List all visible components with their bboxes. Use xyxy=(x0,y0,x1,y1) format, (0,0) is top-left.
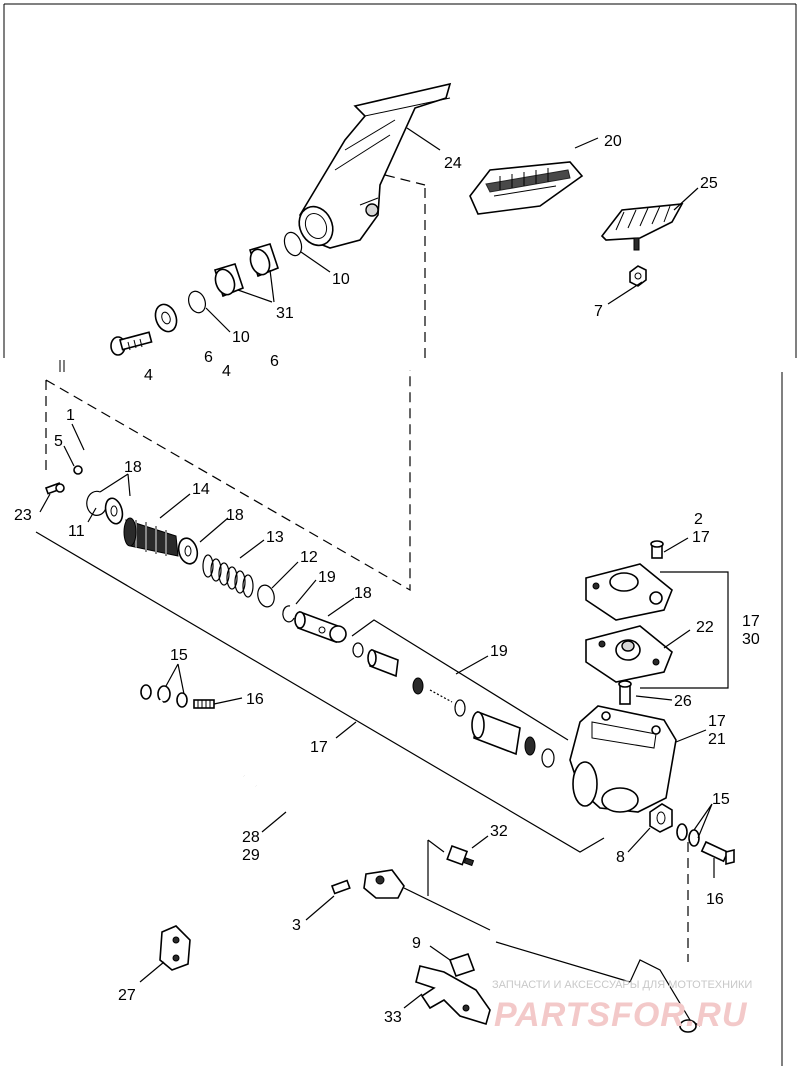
brake-line xyxy=(158,699,382,871)
callout-4-right: 4 xyxy=(222,363,231,380)
washer-18-a xyxy=(104,497,124,525)
mounting-bracket-27 xyxy=(159,925,191,971)
reservoir-diaphragm xyxy=(585,625,673,683)
callout-13: 13 xyxy=(266,529,284,546)
callout-25: 25 xyxy=(700,175,718,192)
brake-pedal-pad xyxy=(469,161,584,215)
callout-26: 26 xyxy=(674,693,692,710)
pivot-bushings xyxy=(213,243,279,298)
callout-6-right: 6 xyxy=(270,353,279,370)
switch-bracket-plate xyxy=(415,965,491,1026)
callout-18-a: 18 xyxy=(124,459,142,476)
group-bracket-17-30 xyxy=(640,571,729,689)
master-cylinder-body xyxy=(569,705,677,813)
callout-29: 29 xyxy=(242,847,260,864)
callout-15-left: 15 xyxy=(170,647,188,664)
brake-pedal-arm xyxy=(298,82,452,249)
callout-11: 11 xyxy=(68,523,85,540)
callout-14: 14 xyxy=(192,481,210,498)
callout-4-left: 4 xyxy=(144,367,153,384)
flat-washer xyxy=(154,303,178,333)
callout-20: 20 xyxy=(604,133,622,150)
crush-washers-15-right xyxy=(676,823,700,847)
callout-18-b: 18 xyxy=(226,507,244,524)
banjo-bolt-16-left xyxy=(193,699,215,709)
reservoir-cover xyxy=(585,563,673,621)
bleeder-screw-23 xyxy=(44,482,65,495)
master-cylinder-outline xyxy=(35,531,605,853)
washer-18-b xyxy=(177,537,199,565)
callout-24: 24 xyxy=(444,155,462,172)
callout-2: 2 xyxy=(694,511,703,528)
pivot-bolt xyxy=(110,331,153,356)
retaining-ring-11 xyxy=(86,490,107,516)
pedal-pad-insert xyxy=(600,203,684,251)
callout-17-top: 17 xyxy=(692,529,710,546)
crush-washers-15-left xyxy=(140,684,188,708)
callout-17-cover: 17 xyxy=(742,613,760,630)
mounting-nut-8 xyxy=(649,803,673,833)
callout-10-lower: 10 xyxy=(232,329,250,346)
cover-screw-2 xyxy=(650,540,664,559)
callout-31: 31 xyxy=(276,305,294,322)
rod-clip-9 xyxy=(448,952,476,978)
brake-rod xyxy=(403,887,701,1033)
watermark: ЗАПЧАСТИ И АКСЕССУАРЫ ДЛЯ МОТОТЕХНИКИ PA… xyxy=(492,979,752,1034)
callout-22: 22 xyxy=(696,619,714,636)
callout-33: 33 xyxy=(384,1009,402,1026)
diagram-frame xyxy=(3,3,797,1066)
callout-28: 28 xyxy=(242,829,260,846)
callout-6-left: 6 xyxy=(204,349,213,366)
callout-19-b: 19 xyxy=(490,643,508,660)
callout-21: 21 xyxy=(708,731,726,748)
callout-15-right: 15 xyxy=(712,791,730,808)
callout-16-left: 16 xyxy=(246,691,264,708)
callout-12: 12 xyxy=(300,549,318,566)
callout-9: 9 xyxy=(412,935,421,952)
banjo-bolt-16-right xyxy=(700,840,735,866)
watermark-logo: PARTSFOR.RU xyxy=(494,996,748,1034)
piston-assembly xyxy=(352,642,555,768)
o-ring-lower xyxy=(187,290,207,314)
callout-32: 32 xyxy=(490,823,508,840)
pushrod-boot xyxy=(123,517,179,557)
small-screw-5 xyxy=(73,465,83,475)
callout-17-assembly: 17 xyxy=(310,739,328,756)
callout-27: 27 xyxy=(118,987,136,1004)
watermark-tagline: ЗАПЧАСТИ И АКСЕССУАРЫ ДЛЯ МОТОТЕХНИКИ xyxy=(492,979,752,991)
callout-18-c: 18 xyxy=(354,585,372,602)
return-spring xyxy=(202,554,254,598)
callout-30: 30 xyxy=(742,631,760,648)
float-plug-26 xyxy=(618,680,632,705)
o-ring-upper xyxy=(283,231,303,257)
pushrod-clevis xyxy=(294,610,347,644)
spring-retainer-ring xyxy=(257,584,275,608)
callout-17-body: 17 xyxy=(708,713,726,730)
brake-light-switch xyxy=(427,839,475,896)
snap-clip-19 xyxy=(282,605,295,623)
callout-10-upper: 10 xyxy=(332,271,350,288)
callout-8: 8 xyxy=(616,849,625,866)
callout-23: 23 xyxy=(14,507,32,524)
callout-1: 1 xyxy=(66,407,75,424)
hex-nut-7 xyxy=(629,265,647,287)
callout-16-right: 16 xyxy=(706,891,724,908)
callout-3: 3 xyxy=(292,917,301,934)
line-fitting-3 xyxy=(330,869,405,899)
callout-5: 5 xyxy=(54,433,63,450)
callout-leaders xyxy=(39,127,715,1009)
assembly-guide-lines xyxy=(45,188,426,592)
callout-labels: 24 20 25 10 31 10 7 6 4 6 4 1 5 18 14 23… xyxy=(14,133,760,1026)
callout-7: 7 xyxy=(594,303,603,320)
callout-19-a: 19 xyxy=(318,569,336,586)
